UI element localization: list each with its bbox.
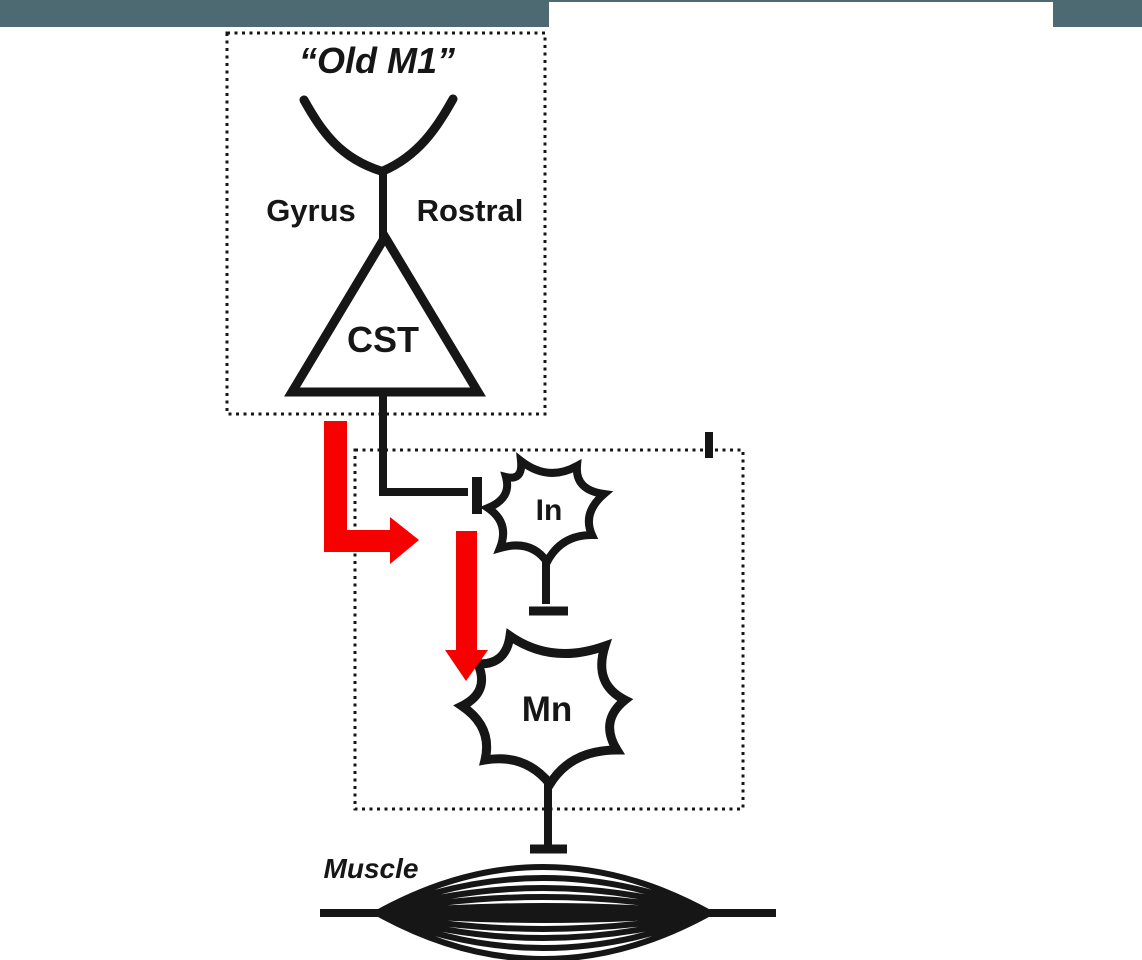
red-arrow-bent [324,421,419,564]
motoneuron-label: Mn [522,690,573,729]
red-arrow-down [445,531,488,681]
spinal-cord-box [353,448,745,811]
interneuron-label: In [536,494,563,527]
dendrite-right [378,94,458,176]
muscle-fiber-arc [375,910,712,960]
dendrite-left [299,95,386,176]
cst-axon [379,392,468,496]
cst-neuron-triangle [284,228,486,397]
gyrus-label: Gyrus [266,193,356,228]
cst-label: CST [347,319,419,360]
cortex-box-title: “Old M1” [299,40,455,81]
rostral-label: Rostral [417,193,524,228]
motoneuron-body [453,628,634,792]
muscle-label: Muscle [324,853,419,884]
muscle-fiber-arc [375,864,712,916]
topbar-white-overlay [549,2,1053,27]
muscle-figure [320,864,776,960]
